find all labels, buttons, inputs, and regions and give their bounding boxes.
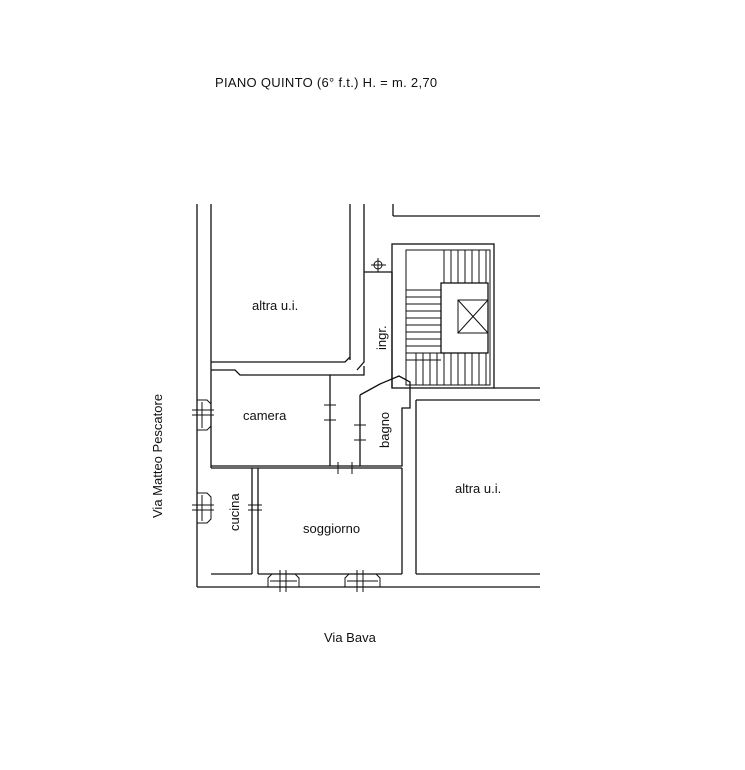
living-walls (211, 400, 417, 574)
entrance-corridor (364, 258, 393, 388)
neighbour-unit-top-walls (211, 204, 365, 371)
room-label-ingr: ingr. (374, 325, 389, 350)
street-label-bottom: Via Bava (324, 630, 376, 645)
room-label-camera: camera (243, 408, 287, 423)
bagno-walls (330, 366, 411, 474)
floor-title: PIANO QUINTO (6° f.t.) H. = m. 2,70 (215, 75, 438, 90)
room-label-altra-ui-top: altra u.i. (252, 298, 298, 313)
room-label-soggiorno: soggiorno (303, 521, 360, 536)
window-bottom-2 (344, 570, 381, 592)
window-left-lower (192, 492, 214, 524)
room-label-cucina: cucina (227, 493, 242, 531)
window-left-upper (192, 399, 214, 431)
upper-right-walls (392, 204, 540, 217)
room-label-altra-ui-right: altra u.i. (455, 481, 501, 496)
street-label-left: Via Matteo Pescatore (150, 394, 165, 518)
exterior-walls (196, 204, 540, 588)
stair-treads-bottom (415, 353, 487, 385)
window-bottom-1 (267, 570, 300, 592)
stair-treads-left (406, 289, 441, 361)
room-label-bagno: bagno (377, 412, 392, 448)
stair-treads-top (443, 250, 487, 283)
staircase (391, 243, 540, 401)
